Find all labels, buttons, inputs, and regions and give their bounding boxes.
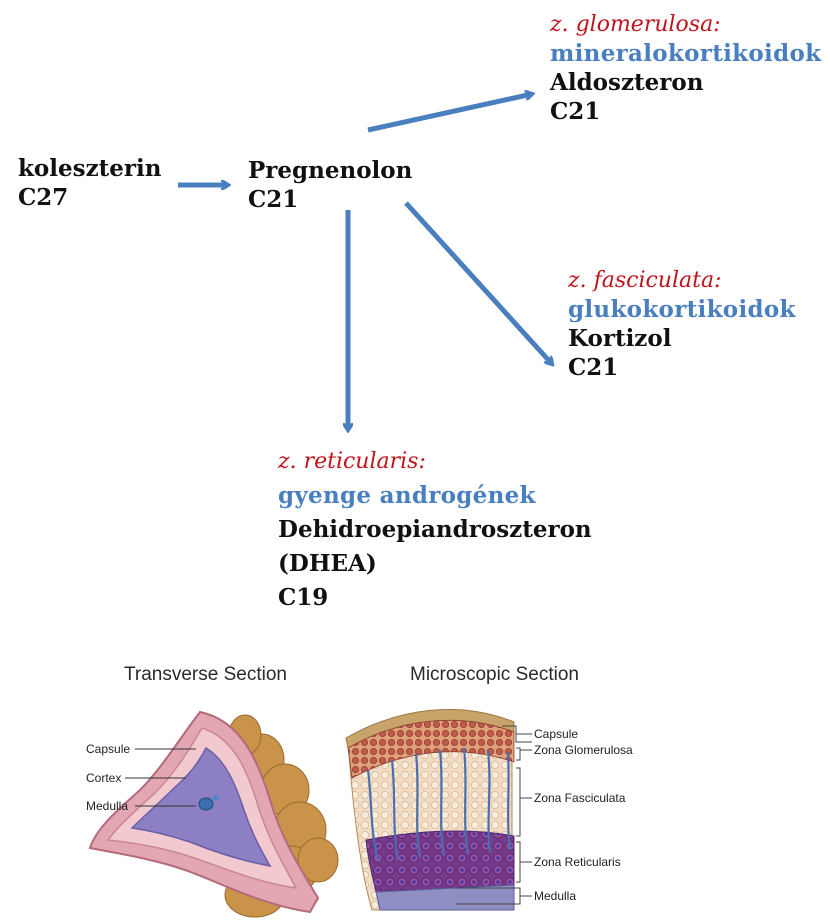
micro-label-capsule: Capsule [534,727,579,741]
glomerulosa-node: z. glomerulosa: mineralokortikoidok Aldo… [550,10,821,126]
transverse-label-medulla: Medulla [86,799,129,813]
arrow-to-fasciculata [404,201,552,364]
micro-label-medulla: Medulla [534,889,577,903]
fasciculata-carbons: C21 [568,354,619,381]
micro-vessels [366,747,512,861]
reticularis-hormone-abbr: (DHEA) [278,550,377,577]
fasciculata-class: glukokortikoidok [568,296,796,323]
glomerulosa-hormone: Aldoszteron [550,69,704,96]
transverse-section-title: Transverse Section [124,664,287,685]
pregnenolone-node: Pregnenolon C21 [248,156,412,214]
micro-label-glomerulosa: Zona Glomerulosa [534,743,633,757]
fasciculata-zone: z. fasciculata: [568,268,722,293]
micro-label-fasciculata: Zona Fasciculata [534,791,626,805]
micro-label-reticularis: Zona Reticularis [534,855,621,869]
micro-glomerulosa [347,720,515,779]
fasciculata-hormone: Kortizol [568,325,672,352]
transverse-label-cortex: Cortex [86,771,122,785]
reticularis-node: z. reticularis: gyenge androgének Dehidr… [278,445,592,615]
reticularis-hormone: Dehidroepiandroszteron [278,516,592,543]
cholesterol-name: koleszterin [18,155,162,182]
pregnenolone-carbons: C21 [248,186,299,213]
glomerulosa-zone: z. glomerulosa: [550,12,721,37]
arrow-to-glomerulosa [367,94,532,133]
fasciculata-node: z. fasciculata: glukokortikoidok Kortizo… [568,266,796,382]
reticularis-zone: z. reticularis: [278,449,426,474]
glomerulosa-carbons: C21 [550,98,601,125]
reticularis-carbons: C19 [278,584,329,611]
reticularis-class: gyenge androgének [278,482,536,509]
micro-reticularis [365,830,515,893]
cholesterol-node: koleszterin C27 [18,154,162,212]
pregnenolone-name: Pregnenolon [248,157,413,184]
central-vein-icon [198,797,214,811]
transverse-label-capsule: Capsule [86,742,131,756]
cholesterol-carbons: C27 [18,184,69,211]
microscopic-section-title: Microscopic Section [410,664,579,685]
glomerulosa-class: mineralokortikoidok [550,40,822,67]
